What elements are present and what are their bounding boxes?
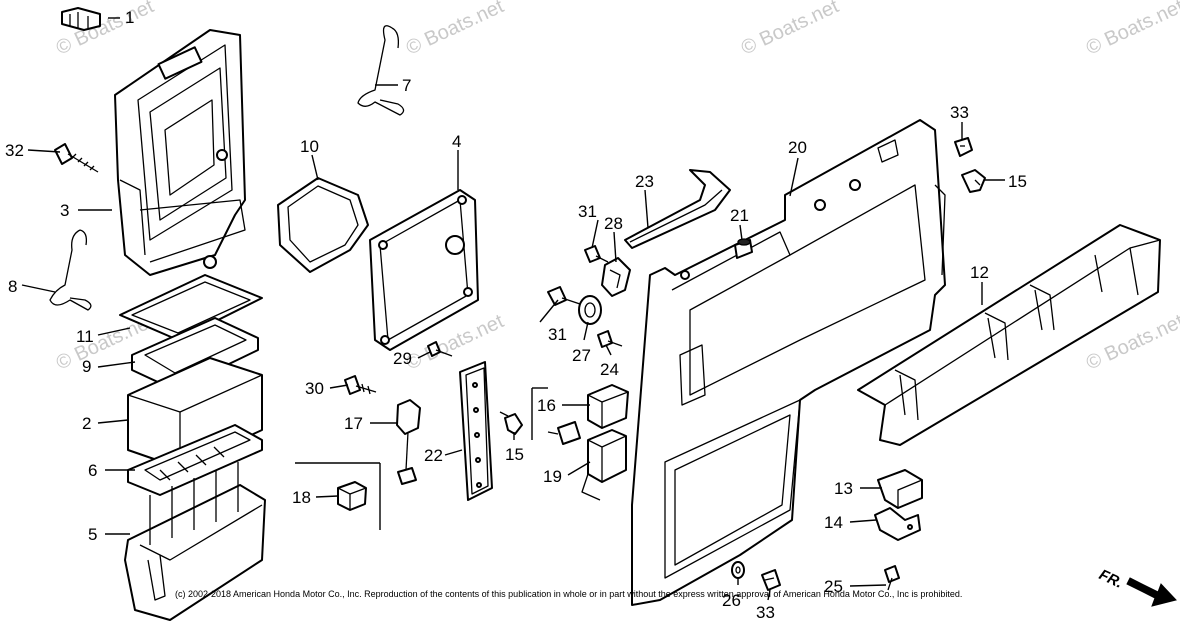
- callout-1: 1: [125, 8, 134, 27]
- part-3-air-cleaner-cover: [114, 29, 246, 276]
- callout-12: 12: [970, 263, 989, 282]
- callout-21: 21: [730, 206, 749, 225]
- part-12-panel-trim: [857, 224, 1161, 446]
- part-13-bracket: [877, 469, 923, 509]
- part-21-grommet: [734, 238, 753, 259]
- direction-marker: FR.: [1096, 566, 1177, 607]
- callout-14: 14: [824, 513, 843, 532]
- part-7-wire-spring: [357, 25, 405, 116]
- callout-28: 28: [604, 214, 623, 233]
- part-4-cover-plate: [369, 189, 479, 351]
- callout-24: 24: [600, 360, 619, 379]
- part-26-washer: [731, 561, 745, 579]
- callout-17: 17: [344, 414, 363, 433]
- part-30-screw: [344, 375, 377, 395]
- callout-19: 19: [543, 467, 562, 486]
- callout-labels: 1 32 3 8 11 9 2 6 5 7 10 4 29 30 17 18 2…: [5, 8, 1027, 622]
- callout-26: 26: [722, 591, 741, 610]
- callout-18: 18: [292, 488, 311, 507]
- callout-33-lower: 33: [756, 603, 775, 622]
- part-15-clip-upper: [961, 169, 986, 193]
- part-11-gasket: [119, 274, 263, 341]
- callout-5: 5: [88, 525, 97, 544]
- part-19-relay: [581, 429, 627, 501]
- direction-label: FR.: [1096, 566, 1125, 592]
- copyright-notice: (c) 2002-2018 American Honda Motor Co., …: [175, 589, 962, 599]
- callout-15-lower: 15: [505, 445, 524, 464]
- part-8-wire-clip: [49, 229, 92, 311]
- part-1-clip: [61, 7, 101, 31]
- part-31-screw-lower: [547, 286, 581, 306]
- callout-32: 32: [5, 141, 24, 160]
- part-23-handle-strip: [624, 169, 731, 249]
- part-9-element-frame: [131, 317, 259, 391]
- callout-22: 22: [424, 446, 443, 465]
- part-25-screw: [884, 565, 900, 591]
- part-6-element-holder: [127, 424, 263, 496]
- callout-29: 29: [393, 349, 412, 368]
- callout-2: 2: [82, 414, 91, 433]
- part-28-clamp: [601, 257, 631, 297]
- callout-3: 3: [60, 201, 69, 220]
- callout-6: 6: [88, 461, 97, 480]
- part-14-bracket: [874, 507, 921, 541]
- callout-13: 13: [834, 479, 853, 498]
- part-29-screw: [427, 341, 453, 357]
- callout-16: 16: [537, 396, 556, 415]
- callout-30: 30: [305, 379, 324, 398]
- part-16-switch: [547, 384, 629, 445]
- watermark: © Boats.net: [403, 0, 508, 60]
- part-31-screw-upper: [584, 245, 609, 263]
- part-20-side-cover: [631, 119, 946, 606]
- callout-10: 10: [300, 137, 319, 156]
- part-33-bolt-lower: [761, 569, 781, 591]
- callout-31-upper: 31: [578, 202, 597, 221]
- watermark: © Boats.net: [53, 0, 158, 60]
- leader-lines: [21, 17, 1005, 601]
- part-15-clip-lower: [499, 411, 523, 435]
- callout-31-lower: 31: [548, 325, 567, 344]
- part-33-bolt-upper: [954, 137, 973, 157]
- callout-27: 27: [572, 346, 591, 365]
- part-17-bracket: [396, 399, 421, 485]
- part-24-screw: [597, 330, 623, 348]
- watermark: © Boats.net: [738, 0, 843, 60]
- callout-7: 7: [402, 76, 411, 95]
- callout-33-upper: 33: [950, 103, 969, 122]
- callout-20: 20: [788, 138, 807, 157]
- part-18-rubber-pad: [337, 481, 367, 511]
- part-5-air-cleaner-case: [124, 462, 266, 621]
- callout-15-upper: 15: [1008, 172, 1027, 191]
- callout-8: 8: [8, 277, 17, 296]
- callout-4: 4: [452, 132, 461, 151]
- part-22-rail: [459, 361, 493, 501]
- callout-9: 9: [82, 357, 91, 376]
- callout-11: 11: [76, 327, 94, 346]
- callout-25: 25: [824, 577, 843, 596]
- part-27-grommet: [578, 295, 602, 325]
- watermark: © Boats.net: [1083, 0, 1180, 60]
- front-arrow-icon: [1126, 577, 1177, 607]
- part-32-screw: [54, 143, 99, 173]
- callout-23: 23: [635, 172, 654, 191]
- part-10-gasket: [277, 177, 369, 273]
